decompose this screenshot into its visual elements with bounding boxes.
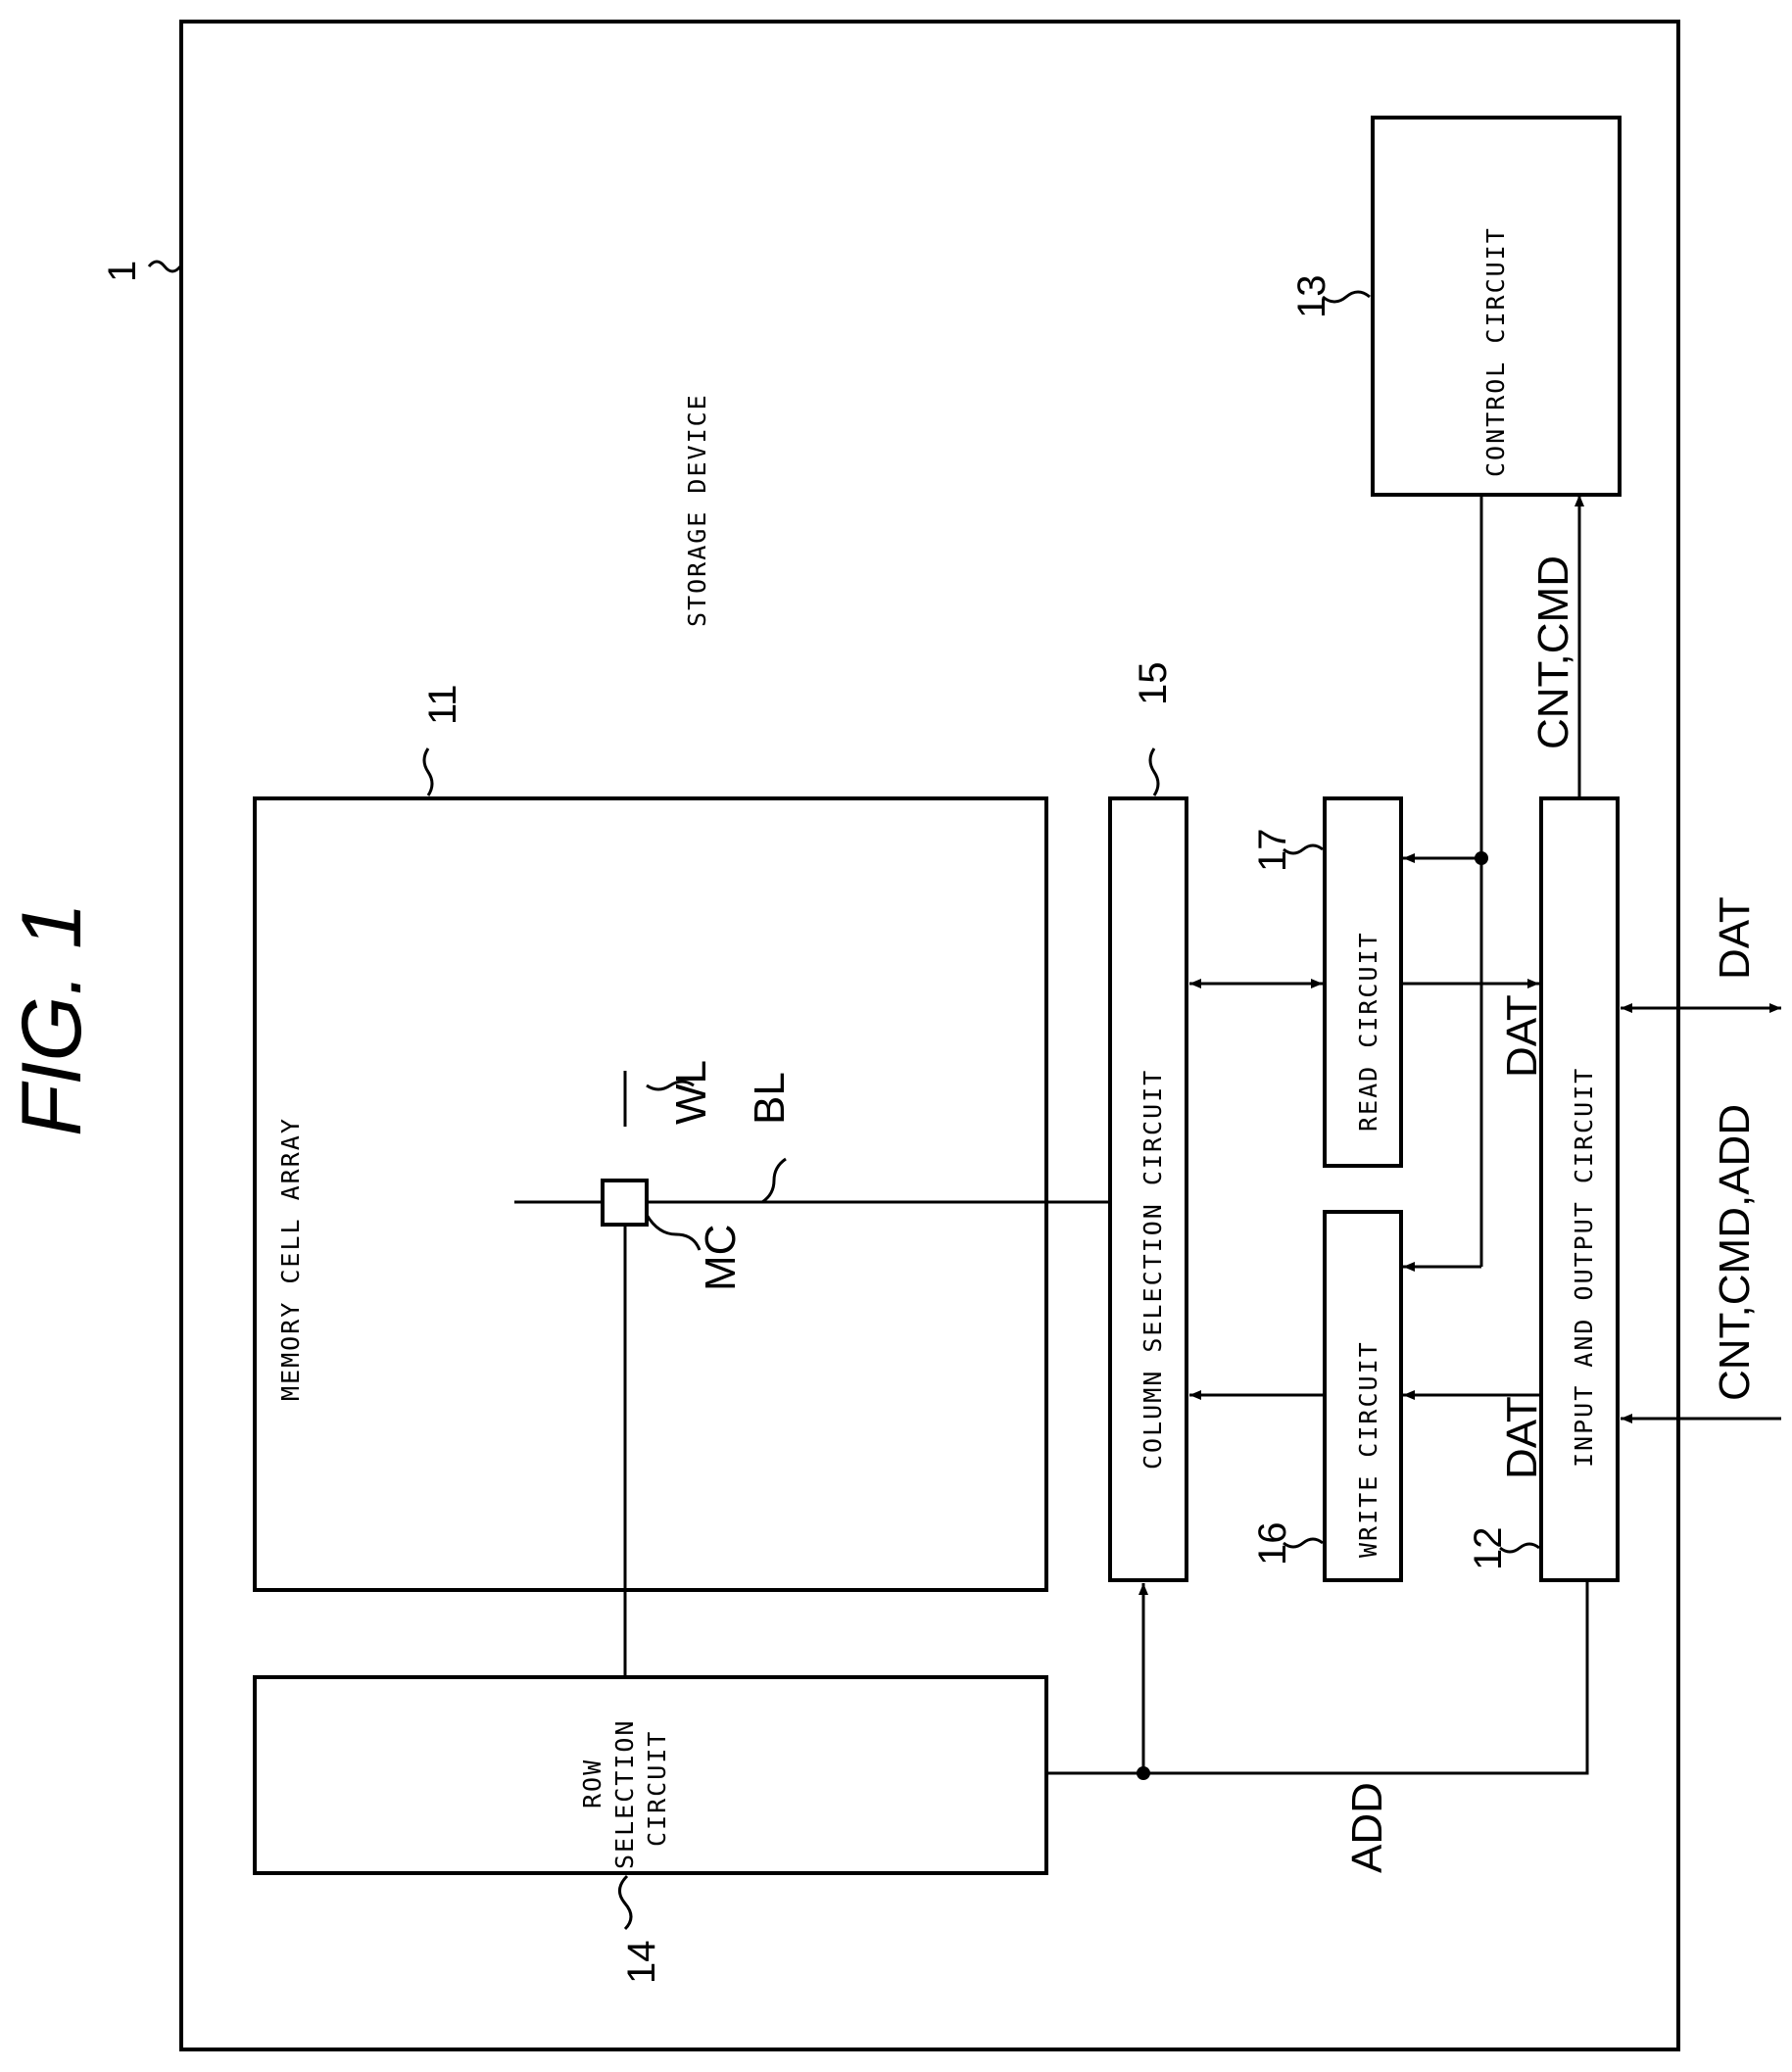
control-circuit-ref: 13: [1290, 275, 1333, 319]
row-selection-label-line-1: ROW: [578, 1759, 606, 1808]
device-ref: 1: [101, 261, 144, 282]
address-bus: [1046, 1580, 1587, 1773]
dat-read-label: DAT: [1498, 994, 1546, 1078]
device-ref-leader: [149, 262, 180, 271]
cnt-cmd-label: CNT,CMD: [1529, 555, 1577, 749]
memory-cell-label: MC: [697, 1225, 745, 1291]
column-selection-ref-leader: [1150, 748, 1158, 795]
memory-cell-array-block: [255, 798, 1046, 1590]
memory-cell-array-label: MEMORY CELL ARRAY: [276, 1117, 305, 1401]
figure-title: FIG. 1: [5, 902, 99, 1136]
row-selection-label-line-3: CIRCUIT: [643, 1730, 671, 1847]
read-circuit-ref: 17: [1251, 829, 1294, 873]
input-output-ref: 12: [1467, 1527, 1510, 1571]
row-selection-label-line-2: SELECTION: [610, 1719, 639, 1869]
memory-cell-array-ref: 11: [421, 684, 464, 725]
cnt-cmd-add-label: CNT,CMD,ADD: [1711, 1104, 1759, 1401]
write-circuit-label: WRITE CIRCUIT: [1354, 1340, 1382, 1558]
column-selection-ref: 15: [1132, 662, 1175, 706]
column-selection-label: COLUMN SELECTION CIRCUIT: [1138, 1069, 1167, 1470]
memory-cell-array-ref-leader: [424, 748, 432, 795]
input-output-circuit-label: INPUT AND OUTPUT CIRCUIT: [1570, 1067, 1598, 1468]
control-circuit-label: CONTROL CIRCUIT: [1481, 226, 1510, 477]
row-selection-ref: 14: [620, 1941, 663, 1985]
row-selection-ref-leader: [619, 1876, 631, 1929]
read-circuit-label: READ CIRCUIT: [1354, 931, 1382, 1132]
word-line-label: WL: [667, 1060, 715, 1125]
storage-device-label: STORAGE DEVICE: [683, 393, 711, 627]
bit-line-label: BL: [746, 1072, 794, 1125]
dat-write-label: DAT: [1498, 1396, 1546, 1479]
write-circuit-ref: 16: [1251, 1522, 1294, 1566]
add-label: ADD: [1343, 1782, 1391, 1873]
memory-cell: [603, 1181, 647, 1225]
dat-external-label: DAT: [1711, 896, 1759, 980]
